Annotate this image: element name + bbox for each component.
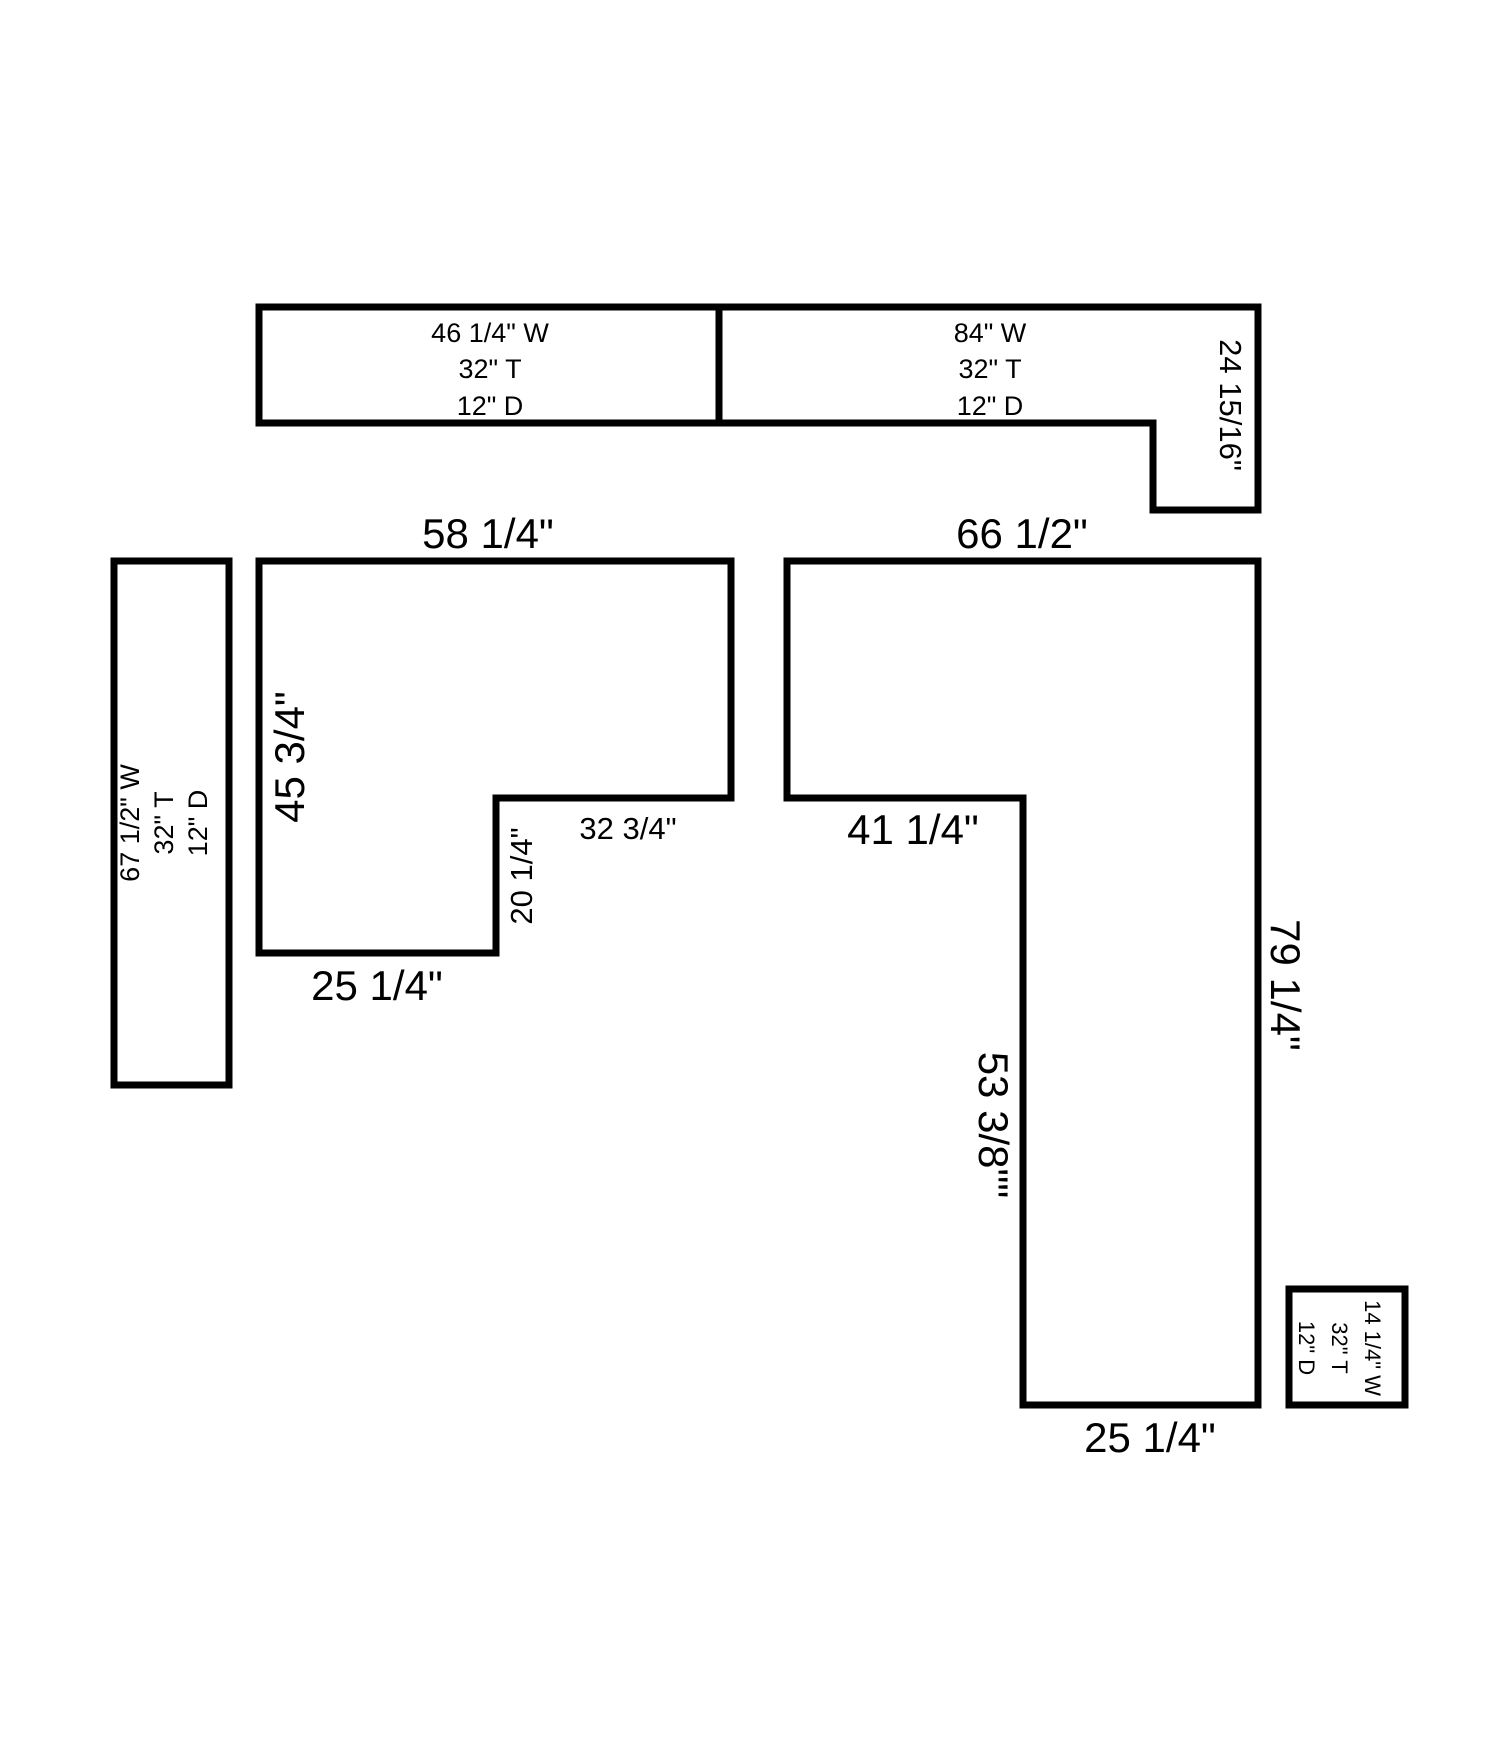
left-vertical-height-label: 32" T bbox=[149, 791, 179, 854]
top-right-width-label: 84" W bbox=[954, 318, 1027, 348]
right-l-shape-outline bbox=[783, 557, 1262, 1409]
left-l-inner-step-label: 20 1/4" bbox=[504, 827, 539, 924]
top-right-depth-label: 12" D bbox=[957, 391, 1024, 421]
left-l-left-label: 45 3/4" bbox=[266, 691, 313, 823]
small-piece-outline bbox=[1285, 1285, 1409, 1409]
right-l-right-label: 79 1/4" bbox=[1262, 919, 1309, 1051]
left-l-bottom-label: 25 1/4" bbox=[311, 962, 443, 1009]
top-left-width-label: 46 1/4" W bbox=[431, 318, 549, 348]
left-vertical-width-label: 67 1/2" W bbox=[115, 764, 145, 882]
top-left-height-label: 32" T bbox=[458, 354, 521, 384]
top-right-side-label: 24 15/16" bbox=[1213, 339, 1248, 471]
right-l-bottom-label: 25 1/4" bbox=[1084, 1414, 1216, 1461]
right-l-inner-left-label: 41 1/4" bbox=[847, 806, 979, 853]
top-left-depth-label: 12" D bbox=[457, 391, 524, 421]
left-vertical-depth-label: 12" D bbox=[183, 790, 213, 857]
top-right-height-label: 32" T bbox=[958, 354, 1021, 384]
right-l-top-label: 66 1/2" bbox=[956, 510, 1088, 557]
left-l-top-label: 58 1/4" bbox=[422, 510, 554, 557]
small-piece-depth-label: 12" D bbox=[1294, 1321, 1319, 1375]
top-left-piece-outline bbox=[255, 303, 723, 427]
small-piece-height-label: 32" T bbox=[1327, 1322, 1352, 1373]
small-piece-width-label: 14 1/4" W bbox=[1360, 1300, 1385, 1396]
right-l-inner-vertical-label: 53 3/8"" bbox=[970, 1052, 1017, 1199]
left-vertical-piece-outline bbox=[110, 557, 233, 1089]
left-l-shape-outline bbox=[255, 557, 735, 957]
left-l-inner-right-label: 32 3/4" bbox=[579, 811, 676, 846]
